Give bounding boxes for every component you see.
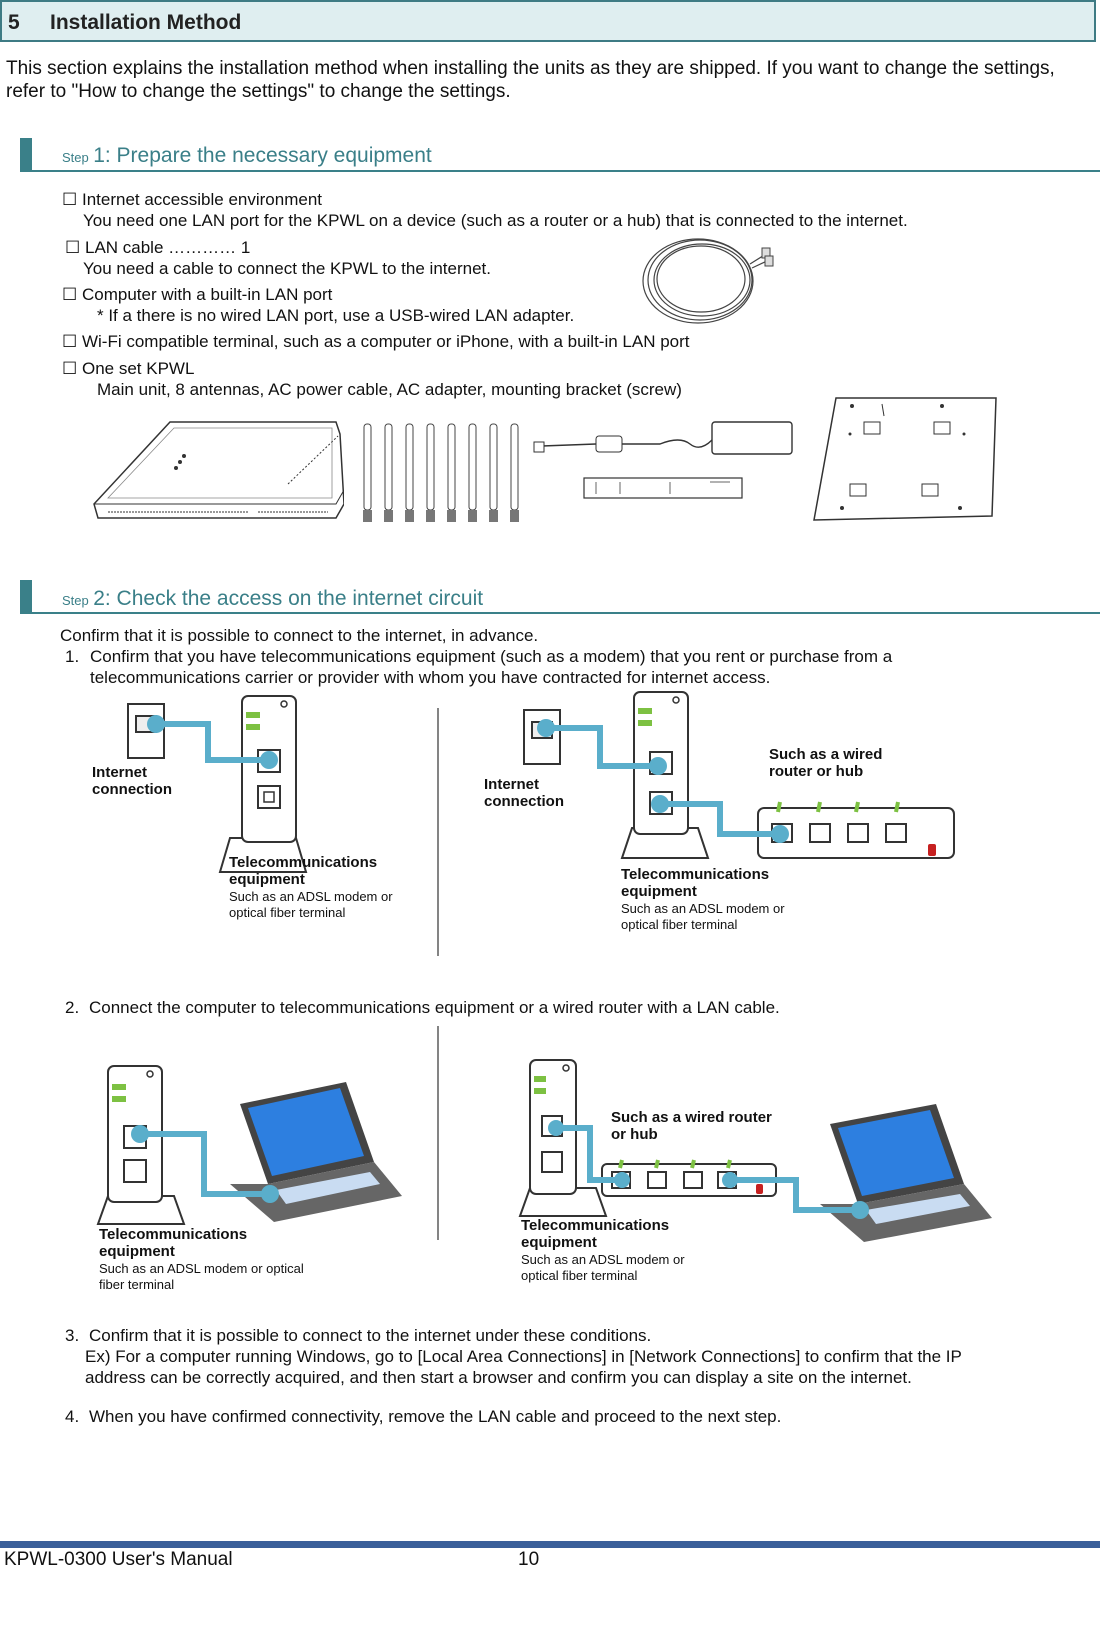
checklist-item: ☐ Computer with a built-in LAN port	[62, 284, 332, 305]
checklist-label: Internet accessible environment	[81, 190, 323, 209]
step2-item3-example: Ex) For a computer running Windows, go t…	[85, 1347, 962, 1387]
step2-item4-number: 4.	[65, 1407, 80, 1426]
checkbox-icon: ☐	[62, 332, 78, 351]
section-title: Installation Method	[50, 11, 242, 34]
checklist-label: LAN cable ………… 1	[84, 238, 251, 257]
step2-intro: Confirm that it is possible to connect t…	[60, 626, 539, 645]
step2-heading: Step 2: Check the access on the internet…	[62, 587, 483, 611]
checkbox-icon: ☐	[65, 238, 81, 257]
laptop-icon	[230, 1082, 402, 1222]
telecom-equipment-label: Telecommunications equipment	[521, 1217, 670, 1251]
footer-rule	[0, 1541, 1100, 1548]
step2-item1-text: Confirm that you have telecommunications…	[90, 647, 893, 687]
step2-title: 2: Check the access on the internet circ…	[93, 587, 484, 610]
step1-bar	[20, 138, 32, 172]
step2-underline	[32, 612, 1100, 614]
checklist-label: Computer with a built-in LAN port	[81, 285, 333, 304]
step2-item2-number: 2.	[65, 998, 80, 1017]
kpwl-main-unit-image	[93, 421, 344, 519]
router-label: Such as a wired router or hub	[769, 746, 883, 780]
telecom-equipment-sub: Such as an ADSL modem or optical fiber t…	[99, 1261, 304, 1292]
telecom-equipment-label: Telecommunications equipment	[621, 866, 770, 900]
modem-icon	[218, 695, 308, 873]
footer-manual-title: KPWL-0300 User's Manual	[4, 1549, 233, 1570]
telecom-equipment-sub: Such as an ADSL modem or optical fiber t…	[521, 1252, 685, 1283]
step2-bar	[20, 580, 32, 614]
checklist-item: ☐ Internet accessible environment	[62, 189, 322, 210]
router-label: Such as a wired router or hub	[611, 1109, 772, 1143]
checklist-label: Wi-Fi compatible terminal, such as a com…	[81, 332, 690, 351]
section-intro: This section explains the installation m…	[6, 58, 1055, 102]
connection-diagram-1	[127, 691, 955, 956]
step2-item3-text: Confirm that it is possible to connect t…	[89, 1326, 652, 1345]
step2-item4-text: When you have confirmed connectivity, re…	[89, 1407, 782, 1426]
checklist-item: ☐ LAN cable ………… 1	[65, 237, 250, 258]
ac-adapter-image	[533, 421, 793, 499]
checklist-note: You need one LAN port for the KPWL on a …	[83, 211, 908, 230]
checkbox-icon: ☐	[62, 285, 78, 304]
internet-connection-label: Internet connection	[92, 764, 173, 798]
antennas-image	[363, 423, 519, 522]
telecom-equipment-label: Telecommunications equipment	[229, 854, 378, 888]
mounting-bracket-image	[813, 397, 997, 521]
internet-connection-label: Internet connection	[484, 776, 565, 810]
checklist-note: * If a there is no wired LAN port, use a…	[97, 306, 575, 325]
connection-diagram-2	[96, 1026, 992, 1242]
step2-item3-number: 3.	[65, 1326, 80, 1345]
step2-item2-text: Connect the computer to telecommunicatio…	[89, 998, 780, 1017]
step2-item1-number: 1.	[65, 647, 80, 666]
step2-prefix: Step	[62, 593, 89, 608]
checklist-item: ☐ One set KPWL	[62, 358, 194, 379]
checklist-label: One set KPWL	[81, 359, 195, 378]
checkbox-icon: ☐	[62, 359, 78, 378]
checklist-item: ☐ Wi-Fi compatible terminal, such as a c…	[62, 331, 690, 352]
section-number: 5	[8, 11, 20, 34]
section-header: 5 Installation Method	[0, 0, 1096, 42]
step1-prefix: Step	[62, 150, 89, 165]
lan-cable-image	[642, 238, 774, 324]
step1-heading: Step 1: Prepare the necessary equipment	[62, 144, 432, 168]
checklist-note: Main unit, 8 antennas, AC power cable, A…	[97, 380, 682, 399]
step1-title: 1: Prepare the necessary equipment	[93, 144, 432, 167]
telecom-equipment-sub: Such as an ADSL modem or optical fiber t…	[621, 901, 785, 932]
checklist-note: You need a cable to connect the KPWL to …	[83, 259, 491, 278]
page-number: 10	[518, 1549, 540, 1570]
telecom-equipment-sub: Such as an ADSL modem or optical fiber t…	[229, 889, 393, 920]
step1-underline	[32, 170, 1100, 172]
checkbox-icon: ☐	[62, 190, 78, 209]
telecom-equipment-label: Telecommunications equipment	[99, 1226, 248, 1260]
